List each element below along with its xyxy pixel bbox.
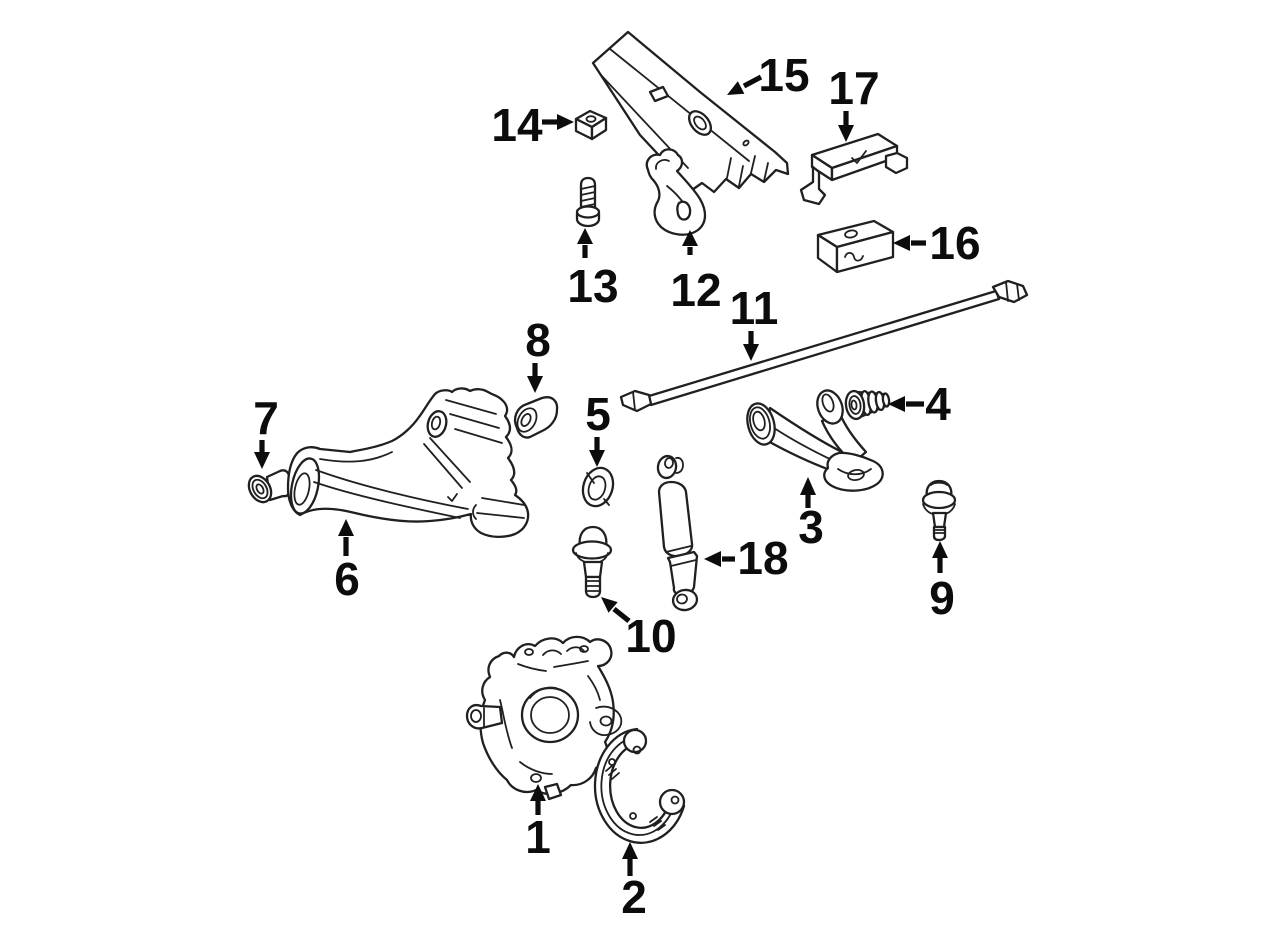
callout-13-number: 13 (567, 260, 618, 312)
callout-18-number: 18 (737, 532, 788, 584)
callout-14: 14 (491, 99, 574, 151)
callout-11: 11 (730, 282, 779, 361)
part-14-nut-drawing (574, 109, 608, 141)
part-3-upper-control-arm-drawing (746, 389, 884, 492)
part-7-bushing-drawing (247, 469, 292, 504)
part-12-adjuster-arm-drawing (645, 148, 707, 236)
part-11-torsion-bar-drawing (619, 279, 1029, 413)
part-5-grommet-drawing (581, 466, 615, 508)
callout-9-number: 9 (929, 572, 955, 624)
callout-10-number: 10 (625, 610, 676, 662)
callout-7: 7 (253, 392, 279, 469)
callout-8-number: 8 (525, 314, 551, 366)
callout-18: 18 (704, 532, 789, 584)
callout-17-number: 17 (828, 62, 879, 114)
callout-6: 6 (334, 519, 360, 605)
arm-outline (286, 387, 530, 539)
part-17-support-bracket-drawing (799, 132, 909, 206)
callout-8: 8 (525, 314, 551, 393)
callout-9: 9 (929, 541, 955, 624)
part-10-ball-stud-drawing (571, 525, 613, 599)
callout-15-number: 15 (758, 49, 809, 101)
callout-17: 17 (828, 62, 880, 142)
callout-15: 15 (727, 49, 810, 101)
callout-6-number: 6 (334, 553, 360, 605)
callout-12-number: 12 (670, 264, 721, 316)
shield-outline (593, 727, 686, 844)
part-1-steering-knuckle-drawing (465, 635, 623, 801)
callout-14-number: 14 (491, 99, 543, 151)
callout-2: 2 (621, 842, 647, 923)
callout-4-number: 4 (925, 378, 951, 430)
callout-11-number: 11 (730, 282, 779, 334)
part-16-spacer-block-drawing (816, 219, 895, 274)
callout-2-number: 2 (621, 871, 647, 923)
part-8-bushing-drawing (513, 396, 559, 439)
callout-16: 16 (893, 217, 981, 269)
part-9-ball-joint-drawing (921, 479, 957, 542)
part-4-bushing-drawing (844, 389, 891, 421)
part-6-lower-control-arm-drawing (286, 387, 530, 539)
part-13-bolt-drawing (575, 176, 601, 228)
callout-1-number: 1 (525, 811, 551, 863)
callout-5-number: 5 (585, 388, 611, 440)
callout-7-number: 7 (253, 392, 279, 444)
callout-10: 10 (601, 597, 677, 662)
callout-5: 5 (585, 388, 611, 467)
part-15-frame-bracket-drawing (591, 30, 790, 194)
callout-3: 3 (798, 477, 824, 553)
callout-16-number: 16 (929, 217, 980, 269)
part-2-splash-shield-drawing (593, 727, 686, 844)
callout-4: 4 (888, 378, 951, 430)
callout-3-number: 3 (798, 501, 824, 553)
part-18-shock-absorber-drawing (656, 454, 699, 612)
callout-13: 13 (567, 228, 619, 312)
callout-12: 12 (670, 230, 722, 316)
callout-1: 1 (525, 784, 551, 863)
